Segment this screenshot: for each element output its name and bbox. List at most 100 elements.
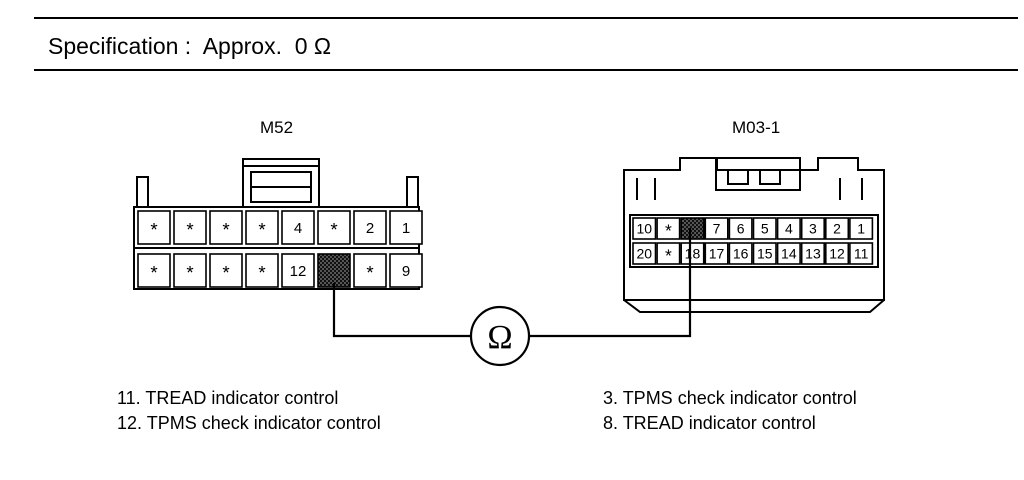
m52-pin-cell <box>173 253 207 288</box>
m03-pin-label: 10 <box>636 221 652 237</box>
m03-pin-cell <box>752 217 777 240</box>
lead-m52 <box>332 283 470 338</box>
m52-pin-label: * <box>330 219 337 240</box>
m52-pin-cell <box>317 253 351 288</box>
m03-latch <box>715 157 801 191</box>
m03-housing <box>623 157 885 301</box>
m03-pin-label: 1 <box>857 221 865 237</box>
m03-pin-label: 16 <box>733 246 749 262</box>
m03-pin-cell <box>656 242 681 265</box>
top-rule <box>34 17 1018 19</box>
m52-pin-cell <box>353 253 387 288</box>
m52-pin-cell <box>209 210 243 245</box>
m52-pin-cell <box>245 210 279 245</box>
m52-pin-cell <box>353 210 387 245</box>
spec-underline <box>34 69 1018 71</box>
legend-right-item: 3. TPMS check indicator control <box>603 388 857 408</box>
m03-pin-cell <box>728 242 753 265</box>
m52-pin-label: * <box>222 262 229 283</box>
m03-pin-cell <box>800 242 826 265</box>
m03-pin-label: * <box>665 221 672 241</box>
m03-pin-label: 6 <box>737 221 745 237</box>
m52-pin-cell <box>389 253 423 288</box>
m52-right-tab <box>406 176 419 207</box>
m52-pin-cell <box>137 210 171 245</box>
m03-pin-cell <box>728 217 753 240</box>
m03-pin-cell <box>752 242 777 265</box>
m52-pin-cell <box>281 253 315 288</box>
m52-connector <box>133 158 420 290</box>
m52-pin-cell <box>245 253 279 288</box>
m03-face <box>629 214 879 268</box>
m03-pin-cell <box>632 217 657 240</box>
m03-pin-cell <box>632 242 657 265</box>
m52-pin-label: 2 <box>366 220 374 237</box>
m52-pin-label: * <box>150 219 157 240</box>
legend-left-item: 11. TREAD indicator control <box>117 388 339 408</box>
m52-pin-cell <box>281 210 315 245</box>
m03-pin-cell <box>800 217 826 240</box>
m03-pin-cell <box>849 217 874 240</box>
m52-pin-cell <box>389 210 423 245</box>
m52-label: M52 <box>260 118 294 137</box>
m03-pin-label: 7 <box>713 221 721 237</box>
legend-left-item: 12. TPMS check indicator control <box>117 413 381 433</box>
lead-m03 <box>530 228 692 338</box>
m03-pin-cell <box>776 242 801 265</box>
legend-left: 11. TREAD indicator control 12. TPMS che… <box>117 386 381 436</box>
m52-pin-label: 1 <box>402 220 410 237</box>
m52-pin-label: 4 <box>294 220 302 237</box>
m03-label: M03-1 <box>732 118 781 137</box>
m52-pin-cell <box>209 253 243 288</box>
ohmmeter-circle <box>469 305 531 367</box>
m52-left-tab <box>136 176 149 207</box>
m52-pin-label: 9 <box>402 263 410 280</box>
m03-connector <box>623 157 885 313</box>
m03-pin-label: 14 <box>781 246 797 262</box>
m52-pin-cell <box>317 210 351 245</box>
m52-pin-cell <box>173 210 207 245</box>
m03-pin-cell <box>704 217 729 240</box>
meter-wiring <box>332 228 692 367</box>
ohm-symbol: Ω <box>487 319 512 356</box>
m03-pin-label: * <box>665 246 672 266</box>
m03-pin-cell <box>849 242 874 265</box>
m52-pin-label: * <box>186 262 193 283</box>
m03-pin-label: 15 <box>757 246 773 262</box>
m03-pin-label: 20 <box>636 246 652 262</box>
m03-pin-cell <box>704 242 729 265</box>
m03-latch-slot-right <box>759 169 781 185</box>
m03-pin-cell <box>776 217 801 240</box>
m03-pin-cell <box>680 217 705 240</box>
m03-pin-label: 2 <box>833 221 841 237</box>
m03-pin-cell <box>824 217 850 240</box>
m03-bottom-lip <box>623 299 885 313</box>
m52-cells: * * * * 4 * 2 1 * * * * 12 * 9 <box>137 210 423 288</box>
legend-right-item: 8. TREAD indicator control <box>603 413 816 433</box>
m03-pin-label: 18 <box>685 246 701 262</box>
m03-pin-label: 3 <box>809 221 817 237</box>
m03-pin-label: 12 <box>829 246 845 262</box>
m52-pin-label: * <box>366 262 373 283</box>
m52-pin-label: * <box>186 219 193 240</box>
m03-pin-label: 11 <box>854 246 869 262</box>
m03-pin-label: 17 <box>709 246 725 262</box>
m03-pin-label: 4 <box>785 221 793 237</box>
m52-pin-cell <box>137 253 171 288</box>
m03-pin-cell <box>824 242 850 265</box>
legend-right: 3. TPMS check indicator control 8. TREAD… <box>603 386 857 436</box>
m52-latch <box>242 158 320 208</box>
m03-pin-label: 13 <box>805 246 821 262</box>
m52-pin-label: * <box>258 262 265 283</box>
m52-pin-label: * <box>150 262 157 283</box>
m03-pin-label: 5 <box>761 221 769 237</box>
m03-pin-cell <box>656 217 681 240</box>
m52-pin-label: * <box>258 219 265 240</box>
specification-text: Specification : Approx. 0 Ω <box>48 33 332 59</box>
m03-latch-slot-left <box>727 169 749 185</box>
m52-pin-label: 12 <box>290 263 307 280</box>
m52-pin-label: * <box>222 219 229 240</box>
m03-pin-cell <box>680 242 705 265</box>
